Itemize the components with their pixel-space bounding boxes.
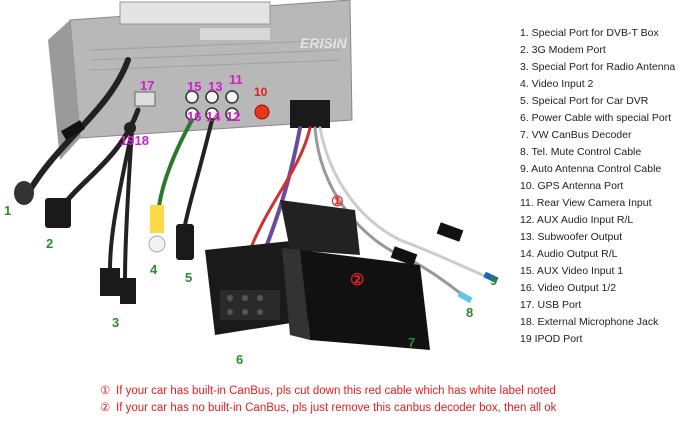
callout-8: 8 (466, 305, 474, 320)
legend-item: 16. Video Output 1/2 (520, 282, 617, 294)
legend-item: 8. Tel. Mute Control Cable (520, 146, 642, 158)
port-legend: 1. Special Port for DVB-T Box 2. 3G Mode… (520, 25, 698, 348)
note-2-text: If your car has no built-in CanBus, pls … (116, 402, 557, 414)
callout-6: 6 (236, 352, 244, 367)
canbus-notes: ① If your car has built-in CanBus, pls cu… (100, 383, 690, 417)
callout-4: 4 (150, 262, 158, 277)
watermark-text: ERISIN (300, 35, 348, 51)
legend-item: 4. Video Input 2 (520, 78, 594, 90)
gps-antenna-port (254, 104, 270, 120)
note-2-mark: ② (100, 402, 111, 414)
legend-item: 5. Speical Port for Car DVR (520, 95, 649, 107)
callout-1: 1 (4, 203, 12, 218)
callout-circle-2: ② (350, 272, 365, 289)
legend-item: 15. AUX Video Input 1 (520, 265, 624, 277)
legend-item: 17. USB Port (520, 299, 582, 311)
callout-12: 12 (226, 109, 241, 124)
note-2: ② If your car has no built-in CanBus, pls… (100, 400, 690, 417)
legend-item: 10. GPS Antenna Port (520, 180, 624, 192)
callout-15: 15 (187, 79, 202, 94)
callout-2: 2 (46, 236, 54, 251)
canbus-decoder-box (280, 200, 430, 350)
callout-13: 13 (208, 79, 223, 94)
legend-item: 2. 3G Modem Port (520, 44, 606, 56)
legend-item: 1. Special Port for DVB-T Box (520, 27, 659, 39)
connectors (14, 181, 194, 304)
callout-circle-1: ① (331, 193, 344, 209)
note-1-text: If your car has built-in CanBus, pls cut… (116, 385, 556, 397)
callout-5: 5 (185, 270, 193, 285)
main-harness-socket (290, 100, 330, 128)
callout-9: 9 (490, 273, 498, 288)
legend-item: 18. External Microphone Jack (520, 316, 659, 328)
callout-11: 11 (229, 72, 243, 87)
legend-item: 7. VW CanBus Decoder (520, 129, 632, 141)
legend-item: 12. AUX Audio Input R/L (520, 214, 634, 226)
antenna-cable-tip (483, 271, 499, 284)
callout-17: 17 (140, 78, 155, 93)
legend-item: 19 IPOD Port (520, 333, 583, 345)
legend-item: 11. Rear View Camera Input (520, 197, 652, 209)
head-unit-chassis (48, 0, 353, 160)
legend-item: 9. Auto Antenna Control Cable (520, 163, 662, 175)
legend-item: 14. Audio Output R/L (520, 248, 618, 260)
callout-1918: 1918 (120, 133, 149, 148)
callout-16: 16 (187, 109, 202, 124)
legend-item: 13. Subwoofer Output (520, 231, 623, 243)
note-1-mark: ① (100, 385, 111, 397)
wiring-photo: ERISIN (14, 0, 499, 350)
note-1: ① If your car has built-in CanBus, pls cu… (100, 383, 690, 400)
callout-7: 7 (408, 335, 416, 350)
callout-14: 14 (206, 109, 221, 124)
callout-10: 10 (254, 85, 268, 99)
callout-3: 3 (112, 315, 120, 330)
rca-jacks (185, 90, 239, 121)
legend-item: 3. Special Port for Radio Antenna (520, 61, 676, 73)
legend-item: 6. Power Cable with special Port (520, 112, 672, 124)
mute-cable-tip (457, 290, 473, 304)
usb-port (134, 91, 156, 107)
